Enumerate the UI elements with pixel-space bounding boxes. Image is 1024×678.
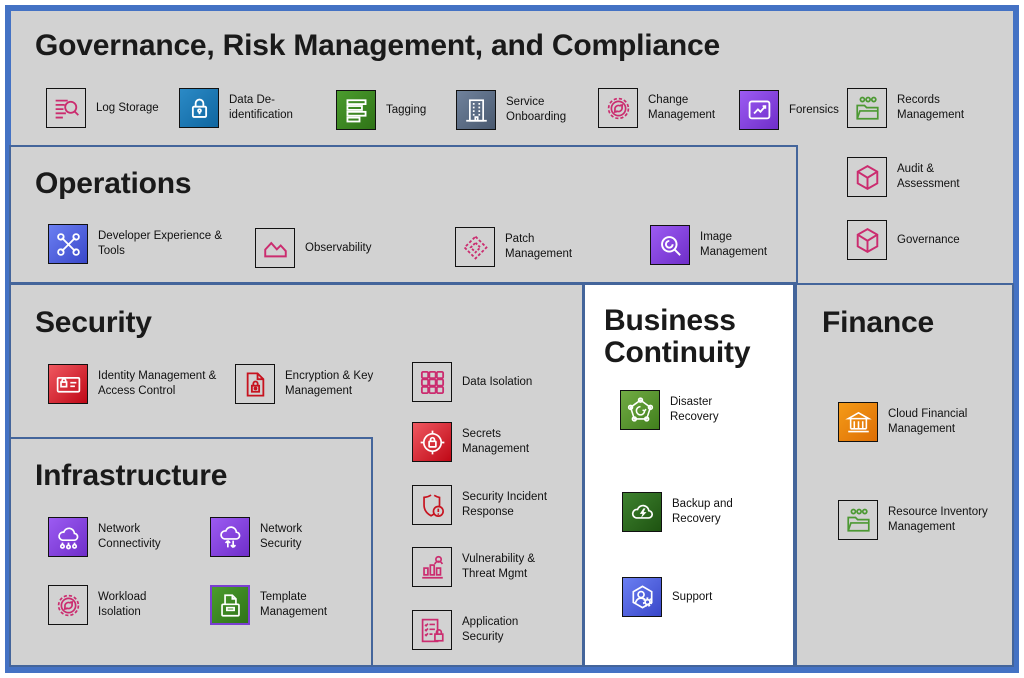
cloud-financial-icon	[838, 402, 878, 442]
item-service-onboarding: Service Onboarding	[456, 90, 586, 130]
records-management-icon	[847, 88, 887, 128]
item-audit-assessment: Audit & Assessment	[847, 157, 985, 197]
developer-experience-icon	[48, 224, 88, 264]
item-encryption-key: Encryption & Key Management	[235, 364, 400, 404]
item-disaster-recovery: Disaster Recovery	[620, 390, 745, 430]
item-records-management: Records Management	[847, 88, 987, 128]
vulnerability-threat-icon	[412, 547, 452, 587]
item-security-incident: Security Incident Response	[412, 485, 582, 525]
grc-panel	[5, 5, 1019, 673]
governance-icon	[847, 220, 887, 260]
data-isolation-icon	[412, 362, 452, 402]
item-patch-management: Patch Management	[455, 227, 595, 267]
infrastructure-title: Infrastructure	[35, 459, 228, 492]
network-security-icon	[210, 517, 250, 557]
item-forensics: Forensics	[739, 90, 839, 130]
business-continuity-title: Business Continuity	[604, 304, 751, 369]
item-network-connectivity: Network Connectivity	[48, 517, 193, 557]
item-vulnerability-threat: Vulnerability & Threat Mgmt	[412, 547, 567, 587]
data-deidentification-icon	[179, 88, 219, 128]
item-support: Support	[622, 577, 712, 617]
item-log-storage: Log Storage	[46, 88, 159, 128]
operations-title: Operations	[35, 167, 192, 200]
item-change-management: Change Management	[598, 88, 738, 128]
image-management-icon	[650, 225, 690, 265]
item-governance: Governance	[847, 220, 960, 260]
item-tagging: Tagging	[336, 90, 426, 130]
item-developer-experience: Developer Experience & Tools	[48, 224, 223, 264]
grc-title: Governance, Risk Management, and Complia…	[35, 29, 720, 62]
forensics-icon	[739, 90, 779, 130]
workload-isolation-icon	[48, 585, 88, 625]
security-incident-icon	[412, 485, 452, 525]
change-management-icon	[598, 88, 638, 128]
item-data-deidentification: Data De-identification	[179, 88, 324, 128]
disaster-recovery-icon	[620, 390, 660, 430]
backup-recovery-icon	[622, 492, 662, 532]
item-identity-management: Identity Management & Access Control	[48, 364, 238, 404]
infrastructure-section	[9, 437, 373, 667]
item-backup-recovery: Backup and Recovery	[622, 492, 762, 532]
item-application-security: Application Security	[412, 610, 552, 650]
business-continuity-section	[583, 283, 795, 667]
item-observability: Observability	[255, 228, 371, 268]
item-resource-inventory: Resource Inventory Management	[838, 500, 988, 540]
resource-inventory-icon	[838, 500, 878, 540]
finance-section	[795, 283, 1014, 667]
application-security-icon	[412, 610, 452, 650]
security-title: Security	[35, 306, 152, 339]
item-data-isolation: Data Isolation	[412, 362, 532, 402]
support-icon	[622, 577, 662, 617]
item-template-management: Template Management	[210, 585, 355, 625]
identity-management-icon	[48, 364, 88, 404]
secrets-management-icon	[412, 422, 452, 462]
item-workload-isolation: Workload Isolation	[48, 585, 168, 625]
item-secrets-management: Secrets Management	[412, 422, 557, 462]
patch-management-icon	[455, 227, 495, 267]
item-network-security: Network Security	[210, 517, 330, 557]
item-cloud-financial: Cloud Financial Management	[838, 402, 998, 442]
encryption-key-icon	[235, 364, 275, 404]
service-onboarding-icon	[456, 90, 496, 130]
audit-assessment-icon	[847, 157, 887, 197]
log-storage-icon	[46, 88, 86, 128]
network-connectivity-icon	[48, 517, 88, 557]
tagging-icon	[336, 90, 376, 130]
finance-title: Finance	[822, 306, 934, 339]
template-management-icon	[210, 585, 250, 625]
observability-icon	[255, 228, 295, 268]
item-image-management: Image Management	[650, 225, 795, 265]
